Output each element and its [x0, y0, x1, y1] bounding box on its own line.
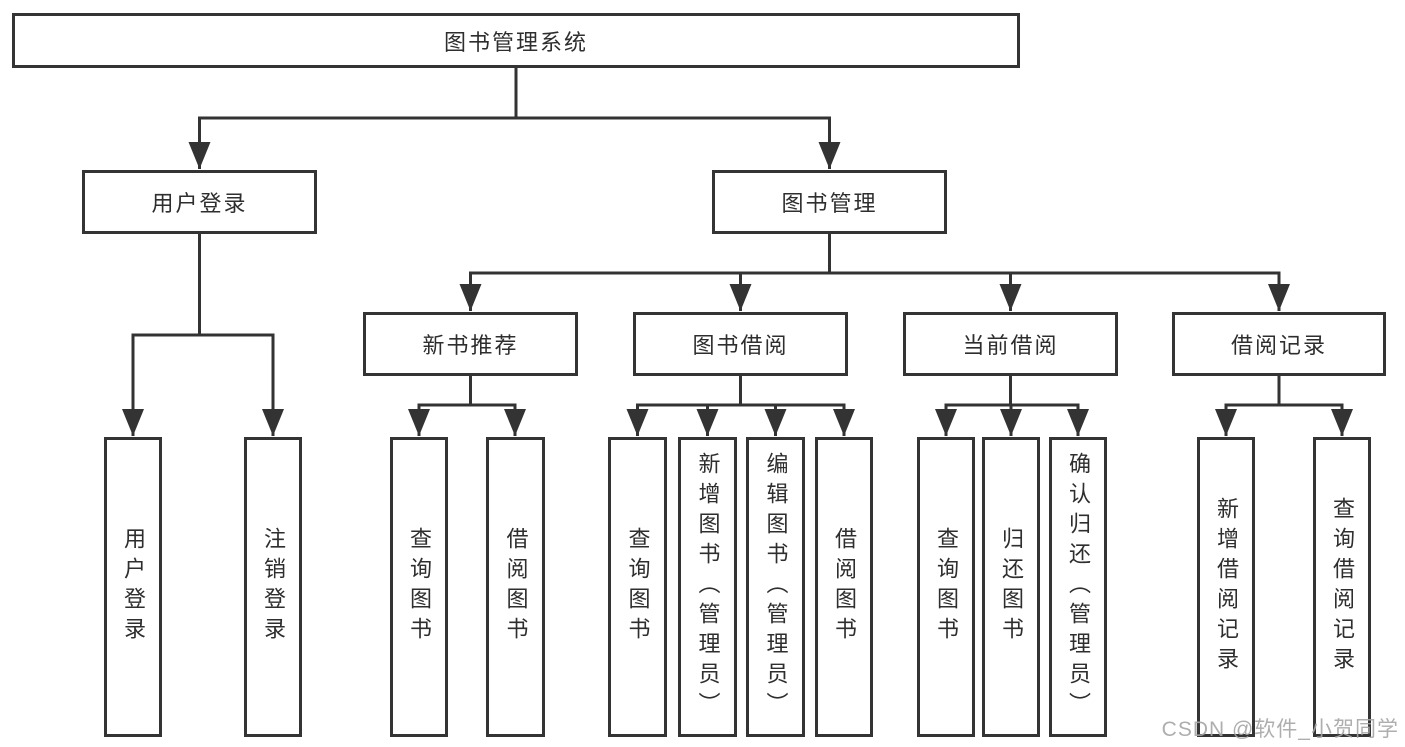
leaf-user-login: 用户登录: [104, 437, 162, 737]
node-book-borrowing: 图书借阅: [633, 312, 848, 376]
csdn-watermark: CSDN @软件_小贺同学: [1161, 718, 1399, 741]
node-library-management-system: 图书管理系统: [12, 13, 1020, 68]
node-new-book-recommend: 新书推荐: [363, 312, 578, 376]
leaf-borrow-books-1: 借阅图书: [486, 437, 545, 737]
leaf-confirm-return-admin: 确认归还（管理员）: [1049, 437, 1107, 737]
leaf-add-books-admin: 新增图书（管理员）: [678, 437, 737, 737]
leaf-logout: 注销登录: [244, 437, 302, 737]
leaf-add-borrow-record: 新增借阅记录: [1197, 437, 1255, 737]
leaf-query-books-2: 查询图书: [608, 437, 667, 737]
leaf-edit-books-admin: 编辑图书（管理员）: [746, 437, 805, 737]
leaf-return-books: 归还图书: [982, 437, 1040, 737]
node-book-management: 图书管理: [712, 170, 947, 234]
node-borrowing-records: 借阅记录: [1172, 312, 1386, 376]
leaf-query-borrow-record: 查询借阅记录: [1313, 437, 1371, 737]
node-user-login: 用户登录: [82, 170, 317, 234]
leaf-borrow-books-2: 借阅图书: [815, 437, 873, 737]
leaf-query-books-1: 查询图书: [390, 437, 448, 737]
node-current-borrowing: 当前借阅: [903, 312, 1118, 376]
leaf-query-books-3: 查询图书: [917, 437, 975, 737]
